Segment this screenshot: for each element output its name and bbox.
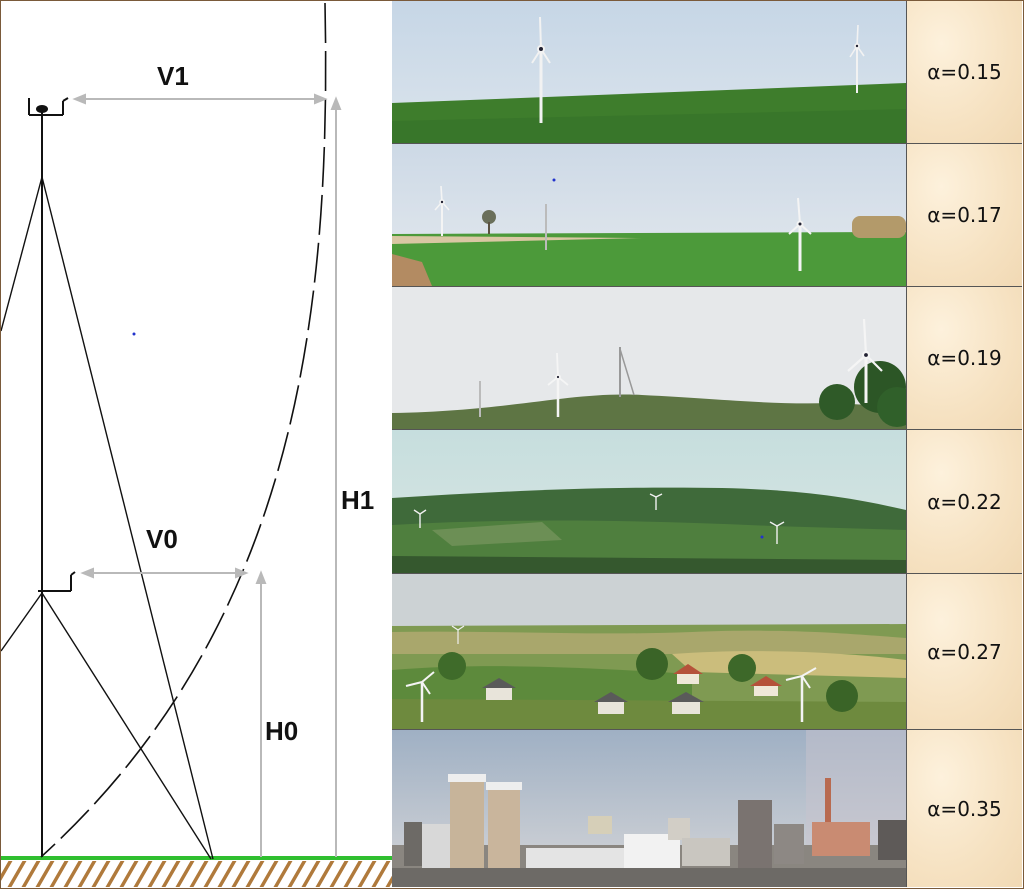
wind-turbine-icon [788, 197, 812, 271]
anemometer-upper [28, 97, 69, 116]
alpha-label-row2: α=0.17 [906, 144, 1022, 287]
wind-turbine-icon [649, 493, 663, 510]
photo-green-hills [392, 430, 906, 574]
stray-dot [132, 332, 136, 336]
photo-hill-trees [392, 287, 906, 430]
wind-turbine-icon [847, 318, 883, 403]
ground-line [1, 856, 392, 860]
house-icon [750, 676, 782, 696]
wind-turbine-icon [769, 521, 785, 544]
alpha-label-row1: α=0.15 [906, 1, 1022, 144]
dimension-lines [72, 93, 342, 857]
alpha-label-row6: α=0.35 [906, 730, 1022, 887]
h1-label: H1 [341, 485, 374, 515]
house-icon [482, 678, 516, 700]
guy-wires [1, 176, 214, 860]
wind-profile-diagram: V1 V0 H1 H0 [1, 1, 392, 887]
photo-open-field [392, 144, 906, 287]
v0-label: V0 [146, 524, 178, 554]
photo-city-skyline [392, 730, 906, 887]
wind-turbine-icon [547, 352, 569, 417]
house-icon [673, 664, 703, 684]
alpha-label-row3: α=0.19 [906, 287, 1022, 430]
wind-profile-curve [40, 2, 327, 858]
wind-turbine-icon [849, 24, 865, 93]
alpha-labels: α=0.15 α=0.17 α=0.19 α=0.22 α=0.27 α=0.3… [906, 1, 1022, 887]
h0-label: H0 [265, 716, 298, 746]
photo-flat-field [392, 1, 906, 144]
wind-turbine-icon [451, 625, 465, 644]
v1-label: V1 [157, 61, 189, 91]
anemometer-lower [38, 571, 76, 592]
ground-hatch [1, 861, 392, 887]
house-icon [594, 692, 628, 714]
wind-turbine-icon [785, 667, 817, 722]
alpha-label-row5: α=0.27 [906, 574, 1022, 730]
wind-turbine-icon [434, 185, 450, 236]
alpha-label-row4: α=0.22 [906, 430, 1022, 574]
wind-turbine-icon [405, 671, 435, 722]
house-icon [668, 692, 704, 714]
photo-village [392, 574, 906, 730]
wind-turbine-icon [531, 16, 551, 123]
wind-turbine-icon [413, 509, 427, 528]
terrain-photos [392, 1, 906, 887]
